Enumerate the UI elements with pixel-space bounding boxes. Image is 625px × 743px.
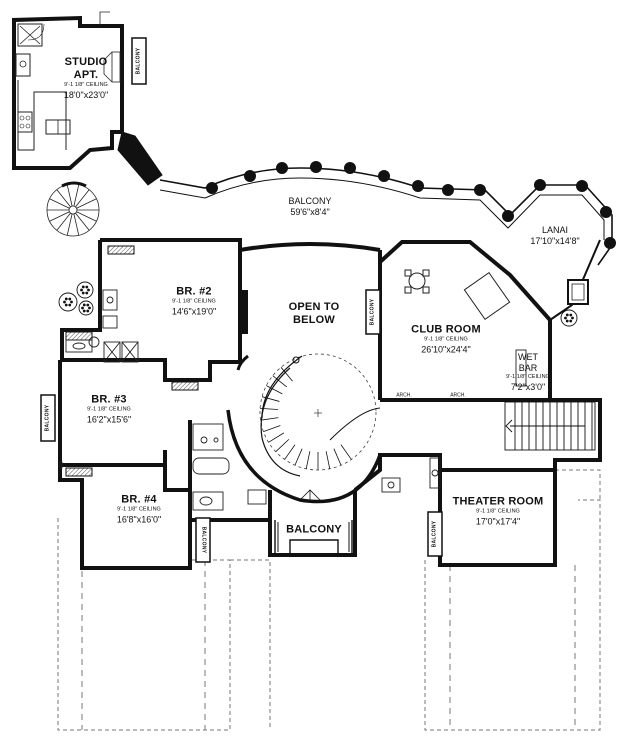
studio-name-2: APT.: [73, 68, 99, 81]
lanai-name: LANAI: [541, 225, 568, 235]
studio-label: STUDIO APT. 9'-1 1/8" CEILING 18'0"x23'0…: [63, 55, 109, 100]
studio-ceiling: 9'-1 1/8" CEILING: [64, 81, 108, 88]
lanai-dim: 17'10"x14'8": [530, 236, 580, 246]
br4-label: BR. #4 9'-1 1/8" CEILING 16'8"x16'0": [117, 494, 161, 524]
br4-name: BR. #4: [121, 493, 157, 506]
spiral-stair-icon: [46, 181, 100, 237]
theater-balcony-label: BALCONY: [431, 520, 438, 548]
fixture-icon: [59, 289, 527, 511]
shrub-icon: [58, 281, 578, 327]
wetbar-ceiling: 9'-1 1/8" CEILING: [506, 373, 550, 380]
club-label: CLUB ROOM 9'-1 1/8" CEILING 26'10"x24'4": [411, 324, 481, 354]
theater-name: THEATER ROOM: [452, 495, 544, 508]
br3-name: BR. #3: [91, 393, 127, 406]
curved-stair-icon: [259, 353, 381, 477]
arch-label-2: ARCH.: [450, 392, 466, 399]
arch-label-1: ARCH.: [396, 392, 412, 399]
lower-level-outline: [57, 469, 601, 731]
br2-ceiling: 9'-1 1/8" CEILING: [172, 298, 216, 305]
open-name-1: OPEN TO: [288, 301, 340, 313]
br2-dim: 14'6"x19'0": [171, 305, 217, 316]
wetbar-name-2: BAR: [518, 362, 538, 373]
open-label: OPEN TO BELOW: [289, 302, 340, 326]
studio-dim: 18'0"x23'0": [63, 89, 109, 100]
balcony-main-name: BALCONY: [288, 196, 332, 206]
balcony-main-label: BALCONY 59'6"x8'4": [288, 197, 331, 217]
br2-label: BR. #2 9'-1 1/8" CEILING 14'6"x19'0": [172, 286, 216, 316]
column-icon: [206, 161, 616, 249]
br4-ceiling: 9'-1 1/8" CEILING: [117, 506, 161, 513]
main-walls: [58, 238, 602, 570]
balcony-main-dim: 59'6"x8'4": [290, 207, 330, 217]
club-ceiling: 9'-1 1/8" CEILING: [424, 336, 468, 343]
rotunda-wall: [226, 409, 382, 504]
main-balcony: [159, 161, 616, 266]
club-balcony-label: BALCONY: [369, 298, 376, 326]
studio-balcony-label: BALCONY: [135, 47, 142, 75]
br4-balcony-label: BALCONY: [200, 526, 207, 554]
theater-ceiling: 9'-1 1/8" CEILING: [476, 508, 520, 515]
club-dim: 26'10"x24'4": [421, 343, 471, 354]
club-name: CLUB ROOM: [411, 323, 481, 336]
wetbar-dim: 7'2"x3'0": [510, 381, 546, 392]
lanai-label: LANAI 17'10"x14'8": [530, 226, 579, 246]
theater-label: THEATER ROOM 9'-1 1/8" CEILING 17'0"x17'…: [453, 496, 544, 526]
br3-ceiling: 9'-1 1/8" CEILING: [87, 406, 131, 413]
front-balcony: [274, 489, 353, 556]
front-balcony-label: BALCONY: [286, 523, 342, 536]
wetbar-label: WET BAR 9'-1 1/8" CEILING 7'2"x3'0": [506, 351, 550, 392]
br2-name: BR. #2: [176, 285, 212, 298]
straight-stair-icon: [504, 401, 596, 451]
club-furniture: [404, 269, 589, 321]
studio-name-1: STUDIO: [64, 55, 108, 68]
br4-dim: 16'8"x16'0": [116, 513, 162, 524]
connector-wall: [117, 131, 163, 186]
br3-dim: 16'2"x15'6": [86, 413, 132, 424]
open-name-2: BELOW: [293, 314, 335, 326]
wetbar-name-1: WET: [517, 351, 538, 362]
theater-dim: 17'0"x17'4": [475, 515, 521, 526]
small-balcony-boxes: [40, 289, 443, 563]
br3-label: BR. #3 9'-1 1/8" CEILING 16'2"x15'6": [87, 394, 131, 424]
br3-balcony-label: BALCONY: [44, 404, 51, 432]
